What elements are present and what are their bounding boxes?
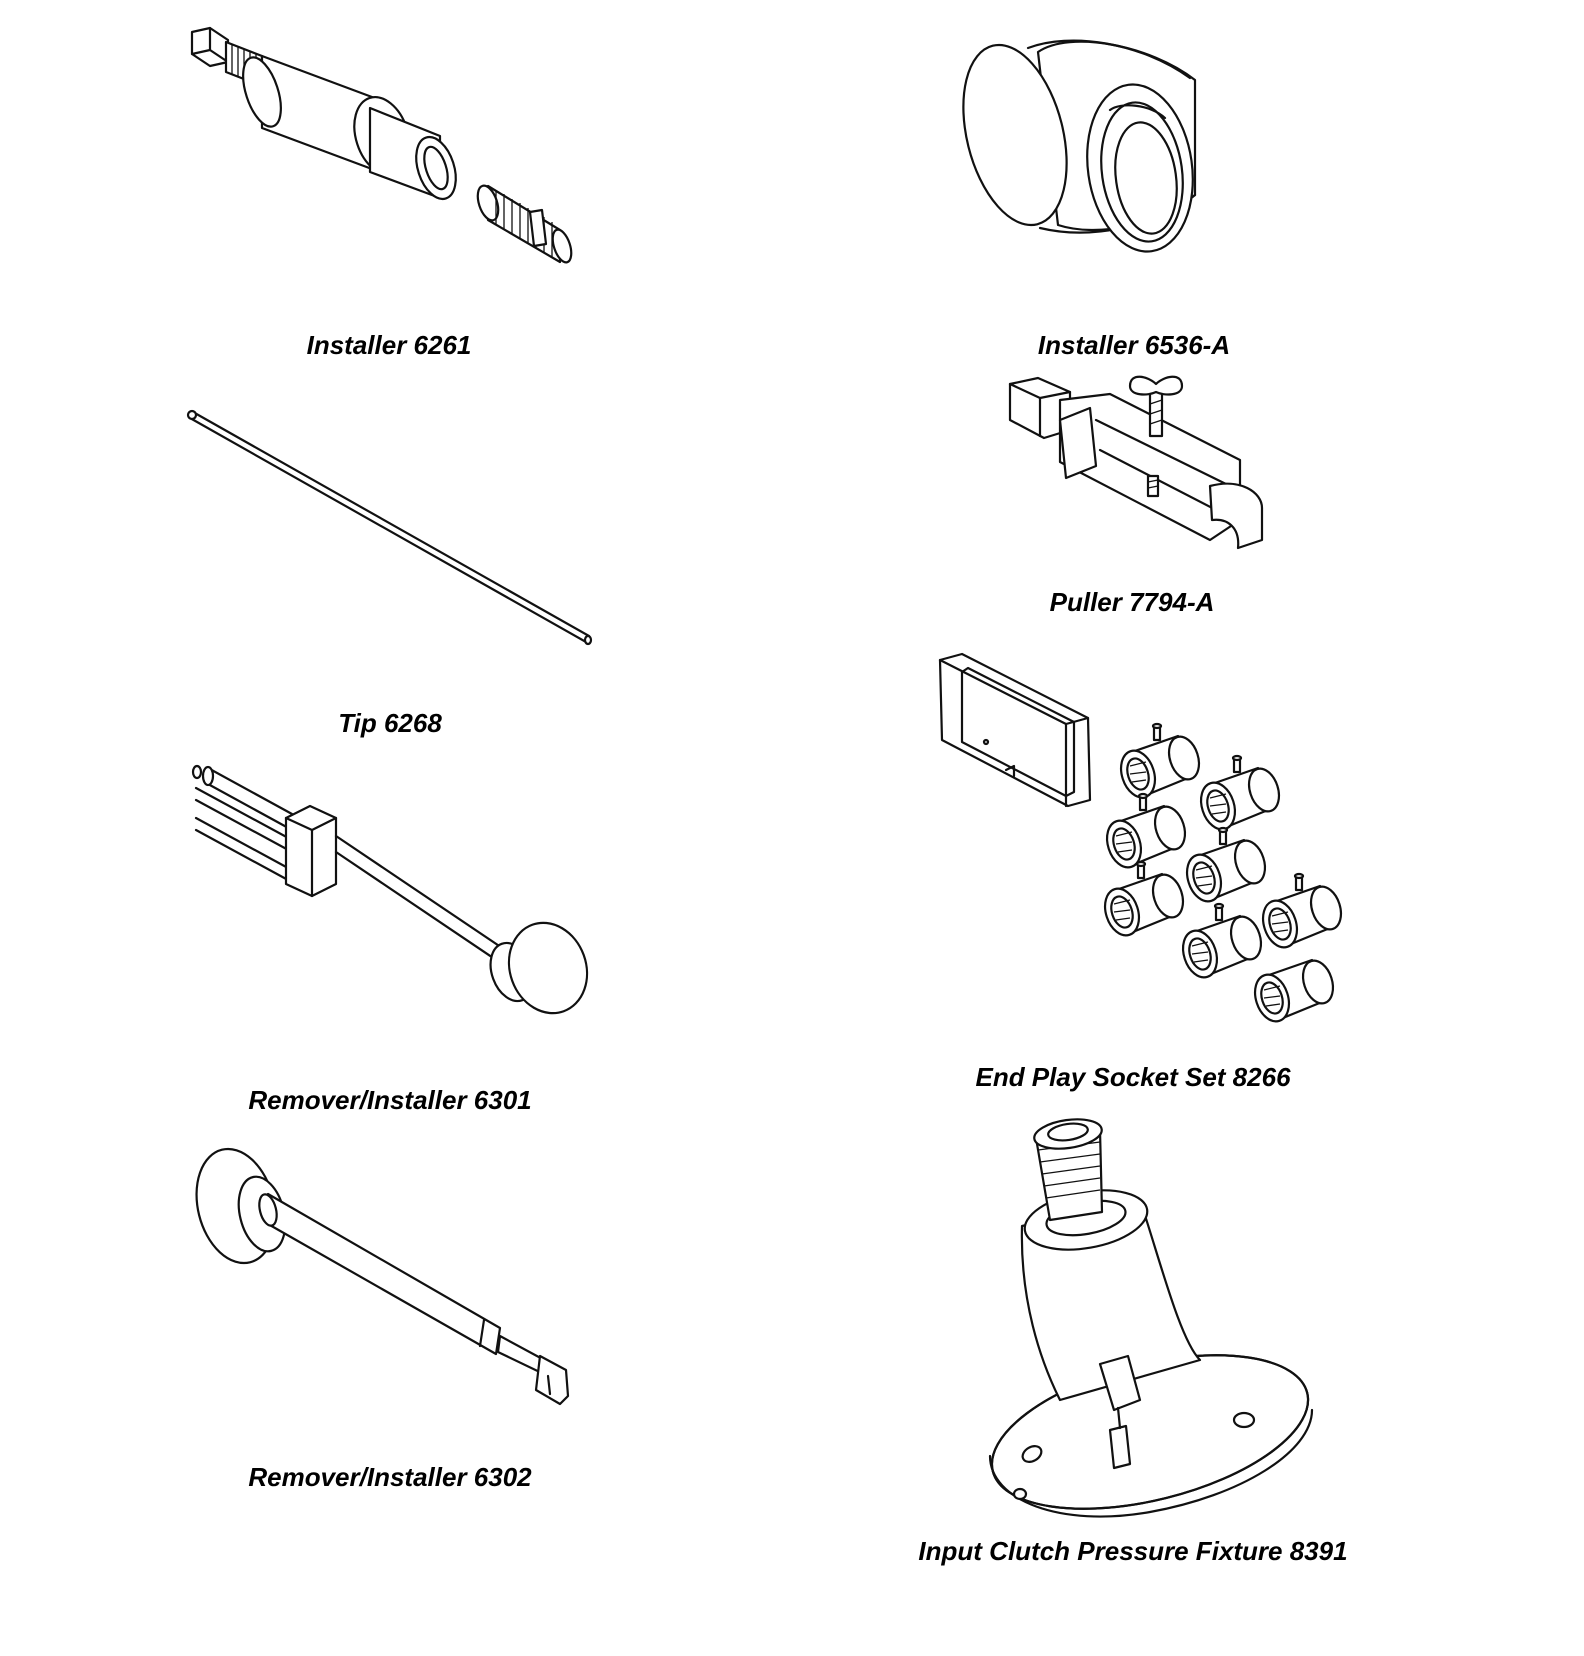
input-clutch-pressure-fixture-8391-drawing: [988, 1118, 1314, 1518]
installer-6261-drawing: [190, 26, 573, 264]
tip-6268-drawing: [186, 409, 593, 646]
end-play-socket-set-8266-drawing: [938, 652, 1092, 808]
caption-remover-installer-6301: Remover/Installer 6301: [248, 1085, 532, 1115]
caption-end-play-socket-set-8266: End Play Socket Set 8266: [975, 1062, 1291, 1092]
socket-group: [1103, 722, 1343, 1023]
remover-installer-6301-drawing: [191, 764, 589, 1015]
caption-installer-6536a: Installer 6536-A: [1037, 330, 1231, 360]
remover-installer-6302-drawing: [195, 1147, 570, 1406]
caption-puller-7794a: Puller 7794-A: [1049, 587, 1215, 617]
caption-tip-6268: Tip 6268: [338, 708, 442, 738]
installer-6536a-drawing: [962, 39, 1197, 253]
caption-input-clutch-pressure-fixture-8391: Input Clutch Pressure Fixture 8391: [918, 1536, 1348, 1566]
caption-remover-installer-6302: Remover/Installer 6302: [248, 1462, 532, 1492]
puller-7794a-drawing: [1008, 375, 1264, 550]
caption-installer-6261: Installer 6261: [306, 330, 472, 360]
